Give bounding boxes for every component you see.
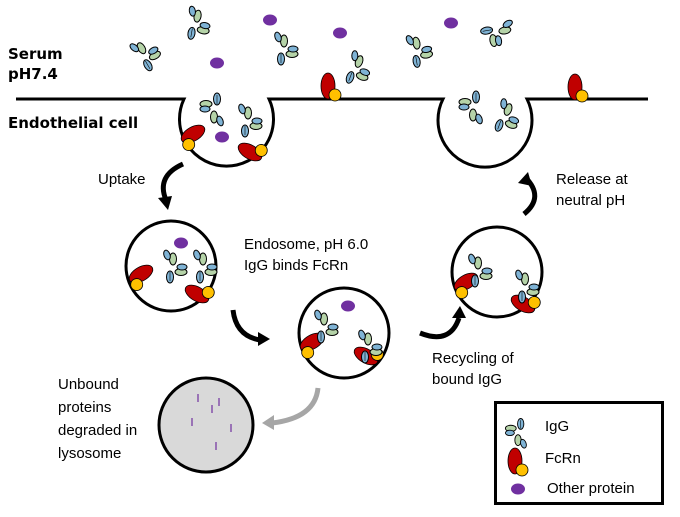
recycling-label-line1: Recycling of	[432, 350, 514, 367]
serum-igg-4	[340, 48, 377, 90]
legend-label-igg: IgG	[545, 418, 570, 435]
serum-protein-3	[333, 27, 347, 39]
release-igg-2	[489, 96, 526, 138]
lysosome-label-line3: degraded in	[58, 422, 138, 439]
legend	[494, 401, 664, 505]
lysosome-label-line4: lysosome	[58, 445, 122, 462]
endosome-label-line1: Endosome, pH 6.0	[244, 236, 369, 253]
serum-igg-5	[403, 30, 435, 70]
endosome-2-protein	[341, 300, 355, 312]
legend-label-fcrn: FcRn	[545, 450, 581, 467]
pit-fcrn-1	[176, 121, 212, 154]
uptake-arrow	[158, 161, 185, 210]
pit-igg-1	[199, 92, 226, 128]
uptake-label: Uptake	[98, 171, 146, 188]
lysosome-label-line2: proteins	[58, 399, 112, 416]
endosome-1-protein	[174, 237, 188, 249]
endothelial-cell-label: Endothelial cell	[8, 114, 139, 132]
release-igg-1	[458, 90, 485, 126]
endosome-label-line2: IgG binds FcRn	[244, 257, 349, 274]
pit-igg-2	[236, 102, 263, 138]
serum-protein-1	[263, 14, 277, 26]
serum-ph-label: pH7.4	[8, 65, 58, 83]
recycling-label-line2: bound IgG	[432, 371, 503, 388]
membrane-fcrn-1	[320, 72, 342, 102]
membrane-fcrn-2	[567, 73, 589, 103]
lysosome	[157, 376, 255, 474]
serum-igg-1	[127, 32, 167, 75]
release-label-line1: Release at	[556, 171, 628, 188]
serum-igg-6	[478, 17, 518, 49]
serum-protein-4	[444, 17, 458, 29]
release-arrow	[518, 172, 538, 216]
cell-membrane	[16, 97, 648, 169]
recycling-arrow	[419, 306, 466, 340]
pit-protein	[215, 131, 229, 143]
degradation-arrow	[262, 387, 321, 430]
degraded-fragments	[191, 394, 232, 450]
serum-igg-2	[182, 4, 214, 43]
lysosome-label-line1: Unbound	[58, 376, 119, 393]
release-label-line2: neutral pH	[556, 192, 626, 209]
serum-protein-2	[210, 57, 224, 69]
serum-igg-3	[272, 30, 299, 66]
to-endosome-2-arrow	[230, 309, 270, 346]
serum-label: Serum	[8, 45, 63, 63]
legend-label-other-protein: Other protein	[547, 480, 635, 497]
pit-fcrn-2	[234, 133, 270, 166]
